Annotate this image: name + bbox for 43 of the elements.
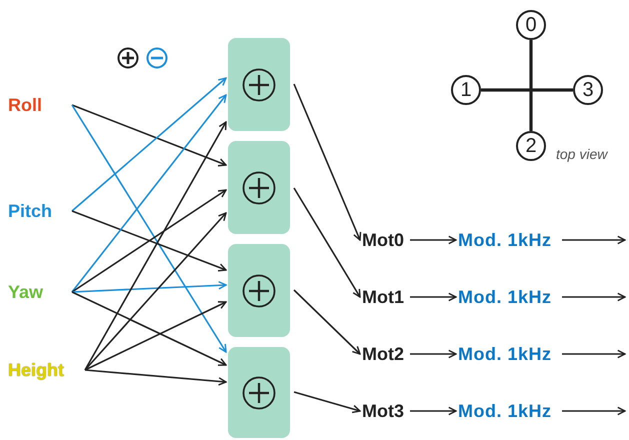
arrow <box>72 281 227 293</box>
input-label: Yaw <box>8 283 44 301</box>
input-label: Roll <box>8 96 42 114</box>
motor-label: Mot3 <box>362 402 404 420</box>
modulator-label: Mod. 1kHz <box>458 231 552 249</box>
summing-block <box>228 38 290 131</box>
arrow <box>410 406 457 416</box>
arrow <box>410 292 457 302</box>
arrow <box>72 189 227 293</box>
arrow <box>562 236 626 244</box>
summing-block <box>228 347 290 438</box>
frame-arm <box>529 40 533 131</box>
arrow <box>71 104 227 353</box>
arrow <box>84 212 227 371</box>
arrow <box>84 121 227 370</box>
motor-label: Mot1 <box>362 288 404 306</box>
arrow <box>293 84 362 241</box>
arrow <box>84 369 227 386</box>
arrow <box>71 94 227 292</box>
view-caption: top view <box>556 145 608 164</box>
input-label: Pitch <box>8 202 52 220</box>
arrow <box>410 236 457 244</box>
arrow <box>84 301 227 371</box>
arrow <box>72 104 227 166</box>
arrow <box>72 291 227 366</box>
input-label: Height <box>8 361 64 379</box>
arrow <box>71 77 227 212</box>
motor-label: Mot0 <box>362 231 404 249</box>
arrow <box>294 391 361 414</box>
modulator-label: Mod. 1kHz <box>458 288 552 306</box>
modulator-label: Mod. 1kHz <box>458 345 552 363</box>
arrow <box>72 210 227 272</box>
arrow <box>293 289 361 355</box>
arrow <box>562 350 626 358</box>
summing-block <box>228 244 290 337</box>
arrow <box>410 350 457 358</box>
frame-arm <box>481 88 573 92</box>
arrow <box>562 292 626 302</box>
arrow <box>562 406 626 416</box>
summing-block <box>228 141 290 234</box>
modulator-label: Mod. 1kHz <box>458 402 552 420</box>
motor-label: Mot2 <box>362 345 404 363</box>
arrow <box>293 188 361 298</box>
